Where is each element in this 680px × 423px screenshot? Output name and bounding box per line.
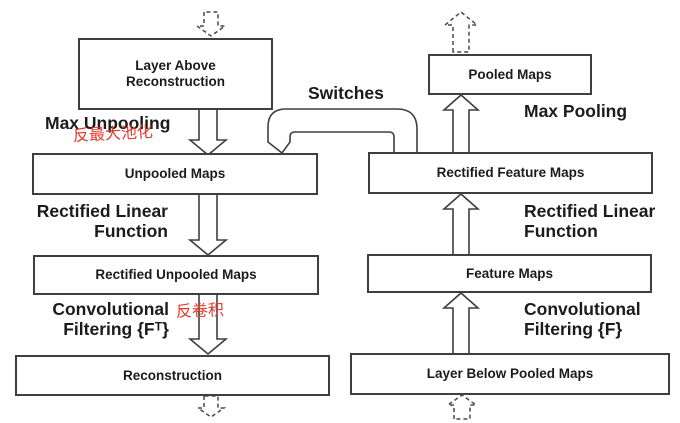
- label-rectified-linear-left: Rectified Linear Function: [36, 201, 168, 241]
- box-reconstruction: Reconstruction: [15, 355, 330, 396]
- label-convolutional-filtering-ft: Convolutional Filtering {Fᵀ}: [52, 299, 169, 339]
- deconv-filtering-arrow: [187, 293, 229, 356]
- box-label: Rectified Unpooled Maps: [95, 267, 257, 282]
- label-rectified-linear-right: Rectified Linear Function: [524, 201, 656, 241]
- label-max-unpooling: Max Unpooling: [45, 113, 171, 133]
- box-pooled-maps: Pooled Maps: [428, 54, 592, 95]
- box-label: Pooled Maps: [468, 66, 552, 82]
- box-unpooled-maps: Unpooled Maps: [32, 153, 318, 195]
- max-pooling-arrow: [441, 93, 481, 155]
- box-label: Rectified Feature Maps: [436, 165, 585, 180]
- box-label: Feature Maps: [465, 265, 554, 281]
- dashed-input-arrow-bottom-right: [445, 394, 479, 420]
- box-feature-maps: Feature Maps: [367, 254, 652, 293]
- conv-filtering-arrow: [441, 291, 481, 355]
- label-convolutional-filtering-f: Convolutional Filtering {F}: [524, 299, 641, 339]
- switches-arrow: [267, 108, 418, 155]
- box-layer-above-reconstruction: Layer Above Reconstruction: [78, 38, 273, 110]
- relu-right-arrow: [441, 192, 481, 257]
- box-layer-below-pooled-maps: Layer Below Pooled Maps: [350, 353, 670, 395]
- box-label: Reconstruction: [122, 367, 222, 383]
- dashed-output-arrow-top-right: [442, 11, 480, 53]
- box-label: Layer Below Pooled Maps: [426, 366, 594, 381]
- relu-left-arrow: [187, 193, 229, 257]
- label-switches: Switches: [308, 83, 384, 103]
- annotation-deconv-cn: 反卷积: [175, 302, 225, 321]
- box-rectified-feature-maps: Rectified Feature Maps: [368, 152, 653, 194]
- dashed-output-arrow-bottom-left: [195, 395, 227, 418]
- label-max-pooling: Max Pooling: [524, 101, 628, 121]
- box-label: Unpooled Maps: [124, 166, 226, 181]
- box-rectified-unpooled-maps: Rectified Unpooled Maps: [33, 255, 319, 295]
- dashed-input-arrow-top-left: [194, 11, 228, 37]
- max-unpooling-arrow: [187, 108, 229, 157]
- box-label: Layer Above Reconstruction: [125, 58, 225, 89]
